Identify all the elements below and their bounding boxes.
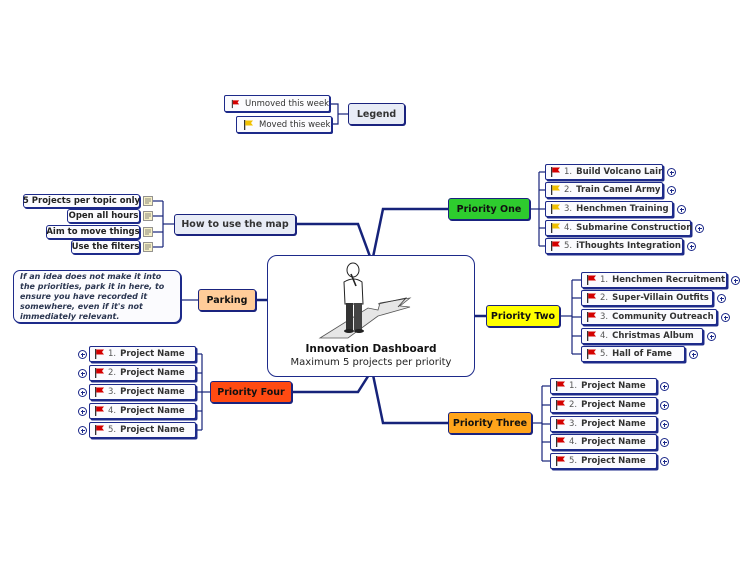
yellow-flag-icon — [551, 204, 560, 214]
list-item[interactable]: 5.Project Name — [89, 422, 196, 438]
how-to-use-node[interactable]: How to use the map — [174, 214, 296, 235]
expand-icon[interactable] — [660, 420, 669, 429]
expand-icon[interactable] — [667, 168, 676, 177]
list-item[interactable]: 5.Project Name — [550, 453, 657, 469]
priority-one-node[interactable]: Priority One — [448, 198, 530, 220]
list-item[interactable]: 4.Christmas Album — [581, 328, 703, 344]
list-item[interactable]: 1.Project Name — [89, 346, 196, 362]
list-item[interactable]: 1.Build Volcano Lair — [545, 164, 663, 180]
list-item[interactable]: 4.Submarine Construction — [545, 220, 692, 236]
red-flag-icon — [556, 437, 565, 447]
central-subtitle: Maximum 5 projects per priority — [290, 357, 452, 368]
red-flag-icon — [95, 368, 104, 378]
note-icon — [143, 227, 153, 237]
red-flag-icon — [231, 99, 240, 108]
list-item[interactable]: 2.Super-Villain Outfits — [581, 290, 713, 306]
red-flag-icon — [587, 293, 596, 303]
red-flag-icon — [95, 425, 104, 435]
priority-two-node[interactable]: Priority Two — [486, 305, 560, 327]
list-item[interactable]: 1.Project Name — [550, 378, 657, 394]
expand-icon[interactable] — [78, 426, 87, 435]
list-item[interactable]: 3.Community Outreach — [581, 309, 717, 325]
yellow-flag-icon — [551, 185, 560, 195]
list-item[interactable]: 3.Henchmen Training — [545, 201, 673, 217]
red-flag-icon — [551, 167, 560, 177]
tip-projects-per-topic[interactable]: 5 Projects per topic only — [22, 194, 141, 208]
yellow-flag-icon — [551, 223, 560, 233]
list-item[interactable]: 4.Project Name — [550, 434, 657, 450]
expand-icon[interactable] — [78, 350, 87, 359]
list-item[interactable]: 5.Hall of Fame — [581, 346, 685, 362]
red-flag-icon — [95, 387, 104, 397]
expand-icon[interactable] — [695, 224, 704, 233]
legend-unmoved-label: Unmoved this week — [245, 98, 329, 109]
expand-icon[interactable] — [721, 313, 730, 322]
red-flag-icon — [551, 241, 560, 251]
expand-icon[interactable] — [731, 276, 740, 285]
tip-aim-to-move[interactable]: Aim to move things — [46, 225, 140, 239]
parking-node[interactable]: Parking — [198, 289, 256, 311]
red-flag-icon — [587, 275, 596, 285]
red-flag-icon — [95, 406, 104, 416]
priority-three-node[interactable]: Priority Three — [448, 412, 532, 434]
red-flag-icon — [587, 312, 596, 322]
expand-icon[interactable] — [78, 388, 87, 397]
list-item[interactable]: 5.iThoughts Integration — [545, 238, 683, 254]
expand-icon[interactable] — [689, 350, 698, 359]
central-topic[interactable]: Innovation Dashboard Maximum 5 projects … — [267, 255, 475, 377]
red-flag-icon — [587, 331, 596, 341]
legend-unmoved[interactable]: Unmoved this week — [224, 95, 330, 112]
expand-icon[interactable] — [78, 407, 87, 416]
expand-icon[interactable] — [707, 332, 716, 341]
expand-icon[interactable] — [667, 186, 676, 195]
expand-icon[interactable] — [717, 294, 726, 303]
list-item[interactable]: 3.Project Name — [89, 384, 196, 400]
note-icon — [143, 211, 153, 221]
tip-open-all-hours[interactable]: Open all hours — [67, 209, 140, 223]
list-item[interactable]: 2.Train Camel Army — [545, 182, 663, 198]
expand-icon[interactable] — [660, 457, 669, 466]
list-item[interactable]: 2.Project Name — [550, 397, 657, 413]
yellow-flag-icon — [244, 119, 253, 130]
expand-icon[interactable] — [677, 205, 686, 214]
red-flag-icon — [556, 419, 565, 429]
list-item[interactable]: 2.Project Name — [89, 365, 196, 381]
red-flag-icon — [95, 349, 104, 359]
priority-four-node[interactable]: Priority Four — [210, 381, 292, 403]
note-icon — [143, 242, 153, 252]
red-flag-icon — [556, 400, 565, 410]
legend-moved-label: Moved this week — [259, 119, 331, 130]
expand-icon[interactable] — [660, 382, 669, 391]
red-flag-icon — [556, 456, 565, 466]
tip-use-filters[interactable]: Use the filters — [71, 240, 140, 254]
legend-title[interactable]: Legend — [348, 103, 405, 125]
expand-icon[interactable] — [78, 369, 87, 378]
list-item[interactable]: 1.Henchmen Recruitment — [581, 272, 727, 288]
list-item[interactable]: 3.Project Name — [550, 416, 657, 432]
red-flag-icon — [587, 349, 596, 359]
central-title: Innovation Dashboard — [305, 343, 437, 355]
expand-icon[interactable] — [687, 242, 696, 251]
expand-icon[interactable] — [660, 438, 669, 447]
legend-moved[interactable]: Moved this week — [236, 116, 332, 133]
red-flag-icon — [556, 381, 565, 391]
note-icon — [143, 196, 153, 206]
thinking-man-crossroads-icon — [318, 262, 412, 339]
parking-note[interactable]: If an idea does not make it into the pri… — [13, 270, 181, 323]
expand-icon[interactable] — [660, 401, 669, 410]
list-item[interactable]: 4.Project Name — [89, 403, 196, 419]
